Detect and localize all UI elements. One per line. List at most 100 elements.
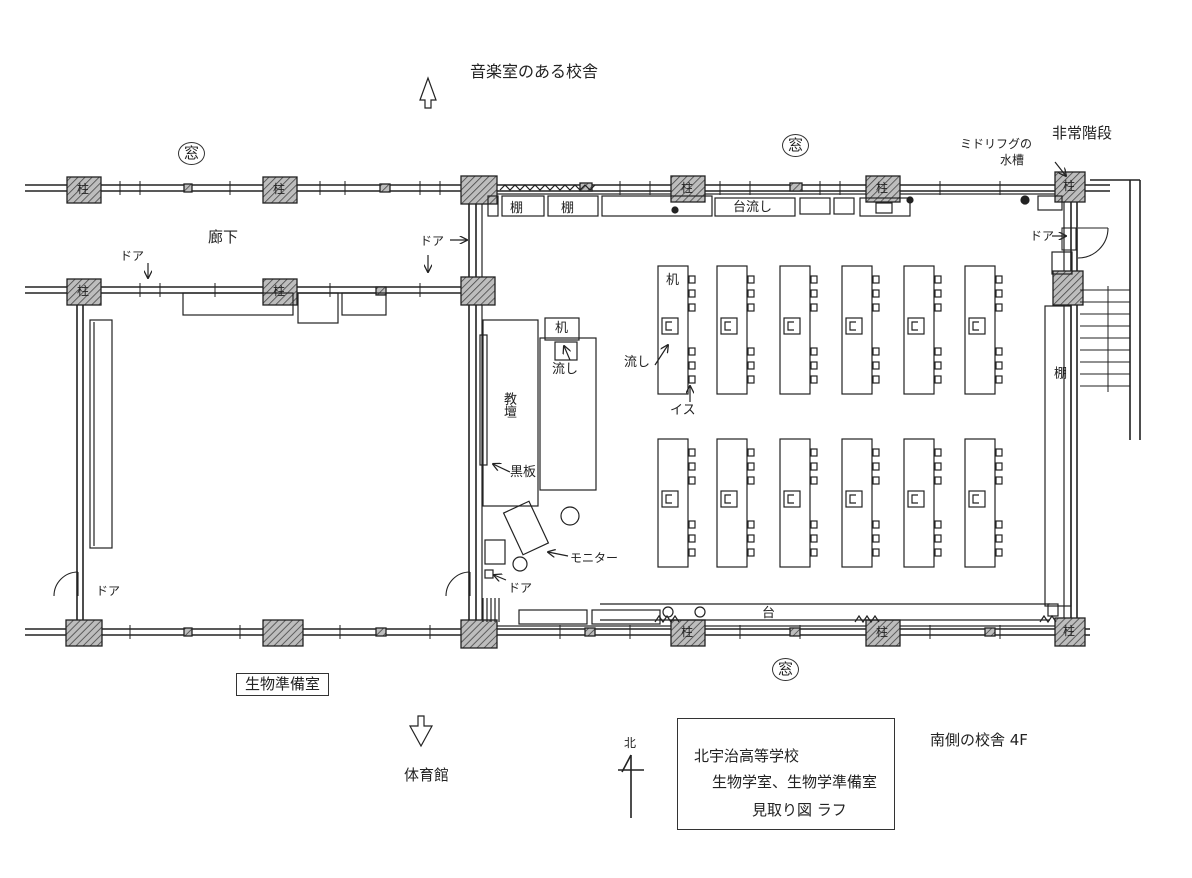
monitor xyxy=(502,500,550,556)
chair xyxy=(995,476,1003,485)
chair xyxy=(688,303,696,312)
platform-label: 教壇 xyxy=(501,392,516,418)
corridor-label: 廊下 xyxy=(208,228,239,246)
faucet xyxy=(665,494,672,504)
chair xyxy=(934,289,942,298)
faucet xyxy=(972,321,979,331)
pillar xyxy=(460,276,496,306)
blackboard xyxy=(479,334,488,466)
corridor-windows xyxy=(182,292,387,324)
bench-sink xyxy=(907,490,925,508)
chair xyxy=(995,448,1003,457)
monitor-label: モニター xyxy=(570,551,619,565)
window-label-west: 窓 xyxy=(178,142,206,165)
bench-sink xyxy=(661,317,679,335)
front-area xyxy=(479,317,597,579)
chair xyxy=(810,303,818,312)
chair xyxy=(747,534,755,543)
door-label-front: ドア xyxy=(508,581,533,595)
chair xyxy=(810,462,818,471)
chair xyxy=(688,375,696,384)
chair xyxy=(872,361,880,370)
bench-sink xyxy=(845,317,863,335)
chair xyxy=(995,275,1003,284)
bench-sink xyxy=(968,490,986,508)
chair xyxy=(872,289,880,298)
faucet xyxy=(724,321,731,331)
chair xyxy=(934,448,942,457)
sink-counter xyxy=(714,197,796,217)
chair xyxy=(688,520,696,529)
lab-bench xyxy=(903,438,935,568)
faucet xyxy=(972,494,979,504)
prep-room-label: 生物準備室 xyxy=(236,673,330,696)
chair xyxy=(747,347,755,356)
chair xyxy=(872,476,880,485)
chair xyxy=(872,548,880,557)
chair xyxy=(872,275,880,284)
desk-label: 机 xyxy=(666,273,680,288)
chair xyxy=(995,520,1003,529)
chair xyxy=(688,275,696,284)
chair xyxy=(810,548,818,557)
window-label-south: 窓 xyxy=(772,658,800,681)
counter-label: 台 xyxy=(762,606,776,621)
title-school: 北宇治高等学校 xyxy=(694,747,800,765)
chair xyxy=(934,462,942,471)
pillar xyxy=(1054,617,1086,647)
bench-sink xyxy=(968,317,986,335)
chair xyxy=(747,462,755,471)
lab-bench xyxy=(657,265,689,395)
title-block: 北宇治高等学校 生物学室、生物学準備室 見取り図 ラフ xyxy=(677,718,895,830)
chair xyxy=(688,361,696,370)
chair xyxy=(995,534,1003,543)
chair xyxy=(688,462,696,471)
chair xyxy=(934,375,942,384)
gymnasium-label: 体育館 xyxy=(404,766,450,784)
lab-bench xyxy=(779,265,811,395)
chair xyxy=(688,448,696,457)
emergency-stairs-label: 非常階段 xyxy=(1052,124,1113,142)
chair xyxy=(934,303,942,312)
music-building-label: 音楽室のある校舎 xyxy=(470,62,599,81)
pillar-label: 柱 xyxy=(876,181,889,195)
chair xyxy=(934,347,942,356)
chair xyxy=(688,534,696,543)
chair xyxy=(810,448,818,457)
chair xyxy=(747,375,755,384)
title-plan: 見取り図 ラフ xyxy=(752,801,847,819)
teacher-desk-label: 机 xyxy=(555,321,569,336)
chair xyxy=(995,303,1003,312)
chair xyxy=(934,520,942,529)
teacher-sink-label: 流し xyxy=(552,362,579,377)
doors xyxy=(53,227,1109,597)
chair xyxy=(995,347,1003,356)
chair xyxy=(810,289,818,298)
pillar-label: 柱 xyxy=(681,625,694,639)
south-building-label: 南側の校舎 4F xyxy=(930,731,1028,749)
chair xyxy=(872,520,880,529)
chair xyxy=(872,303,880,312)
door-label-partition: ドア xyxy=(420,234,445,248)
chair xyxy=(872,375,880,384)
compass xyxy=(618,754,644,818)
blackboard-label: 黒板 xyxy=(510,465,537,480)
door-label-east: ドア xyxy=(1030,229,1055,243)
teacher-desk xyxy=(544,317,580,341)
chair xyxy=(747,520,755,529)
platform xyxy=(482,319,539,507)
chair xyxy=(995,548,1003,557)
east-shelf xyxy=(1044,251,1073,607)
lab-bench xyxy=(841,438,873,568)
chair-label: イス xyxy=(670,403,696,418)
sink-counter-label: 台流し xyxy=(733,200,773,215)
bench-sink xyxy=(783,317,801,335)
chair xyxy=(747,361,755,370)
door-label-corridor: ドア xyxy=(120,249,145,263)
faucet xyxy=(849,494,856,504)
lab-bench xyxy=(903,265,935,395)
radiators xyxy=(482,184,1057,624)
lab-bench xyxy=(964,265,996,395)
shelf xyxy=(547,195,599,217)
pillar-label: 柱 xyxy=(77,182,90,196)
